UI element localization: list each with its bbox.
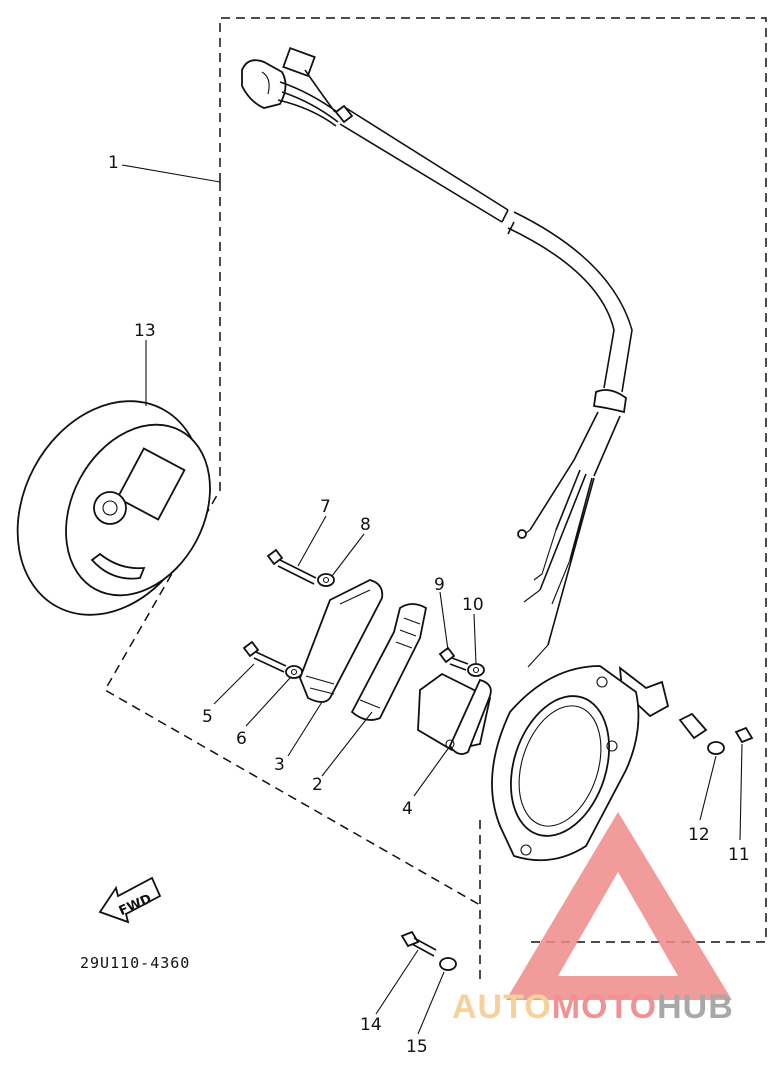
watermark-hub: HUB bbox=[657, 988, 734, 1026]
part-code: 29U110-4360 bbox=[80, 954, 190, 972]
callout-5: 5 bbox=[202, 707, 213, 727]
callout-6: 6 bbox=[236, 729, 247, 749]
watermark-moto: MOTO bbox=[552, 988, 657, 1026]
stator-base-plate bbox=[491, 665, 640, 862]
callout-2: 2 bbox=[312, 775, 323, 795]
svg-text:AUTOMOTOHUB: AUTOMOTOHUB bbox=[452, 988, 734, 1026]
callout-4: 4 bbox=[402, 799, 413, 819]
callout-1: 1 bbox=[108, 153, 119, 173]
small-parts bbox=[242, 548, 754, 971]
callout-7: 7 bbox=[320, 497, 331, 517]
callout-9: 9 bbox=[434, 575, 445, 595]
callout-15: 15 bbox=[406, 1037, 428, 1057]
callout-11: 11 bbox=[728, 845, 750, 865]
callout-8: 8 bbox=[360, 515, 371, 535]
watermark-triangle-logo bbox=[506, 812, 732, 1000]
wire-harness bbox=[241, 47, 633, 668]
callout-10: 10 bbox=[462, 595, 484, 615]
callout-3: 3 bbox=[274, 755, 285, 775]
callout-13: 13 bbox=[134, 321, 156, 341]
fwd-arrow: FWD bbox=[98, 876, 162, 924]
leader-lines bbox=[121, 164, 743, 1035]
automotohub-watermark: AUTOMOTOHUB bbox=[452, 812, 734, 1026]
flywheel-rotor bbox=[16, 400, 211, 616]
callout-12: 12 bbox=[688, 825, 710, 845]
callout-14: 14 bbox=[360, 1015, 382, 1035]
watermark-auto: AUTO bbox=[452, 988, 552, 1026]
callout-numbers: 1 13 7 8 9 10 5 6 3 2 4 12 11 14 15 bbox=[108, 153, 750, 1057]
